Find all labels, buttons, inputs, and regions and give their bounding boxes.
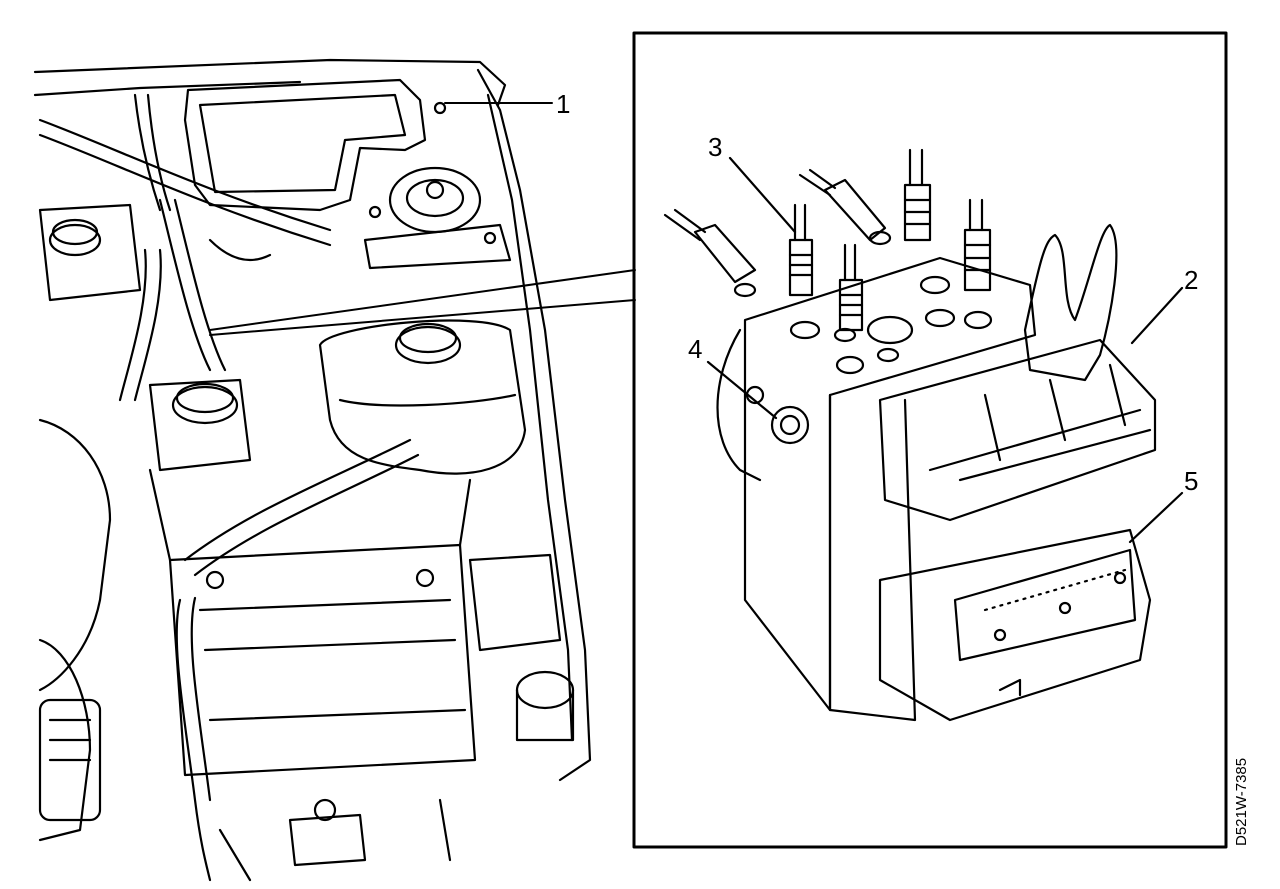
hand-pulling-module	[1023, 223, 1118, 382]
fender-edge	[476, 68, 592, 782]
battery-cable	[175, 598, 212, 882]
air-box	[183, 78, 427, 212]
leader-5	[1128, 491, 1184, 544]
engine-bay-view	[33, 58, 636, 882]
battery	[168, 543, 477, 777]
washer-reservoir	[38, 203, 142, 302]
figure-code: D521W-7385	[1233, 758, 1250, 846]
leader-2	[1130, 286, 1184, 345]
leader-3	[728, 156, 797, 234]
abs-ecu-module	[878, 338, 1157, 522]
hood-edge	[33, 58, 507, 107]
brake-pipe-fittings	[663, 148, 992, 332]
coolant-tank	[318, 319, 527, 475]
upper-hose	[38, 118, 332, 232]
pointer-line	[209, 269, 636, 336]
hydraulic-block	[743, 256, 1037, 712]
callout-3: 3	[708, 132, 722, 162]
callout-5: 5	[1184, 466, 1198, 496]
strut-tower	[388, 166, 482, 234]
detail-frame	[632, 31, 1228, 849]
callout-4: 4	[688, 334, 702, 364]
callout-1: 1	[556, 89, 570, 119]
leader-4	[706, 360, 778, 420]
callout-2: 2	[1184, 265, 1198, 295]
abs-unit-detail	[663, 148, 1184, 722]
multi-plug-connector	[878, 528, 1152, 722]
brake-fluid-reservoir	[148, 378, 252, 472]
